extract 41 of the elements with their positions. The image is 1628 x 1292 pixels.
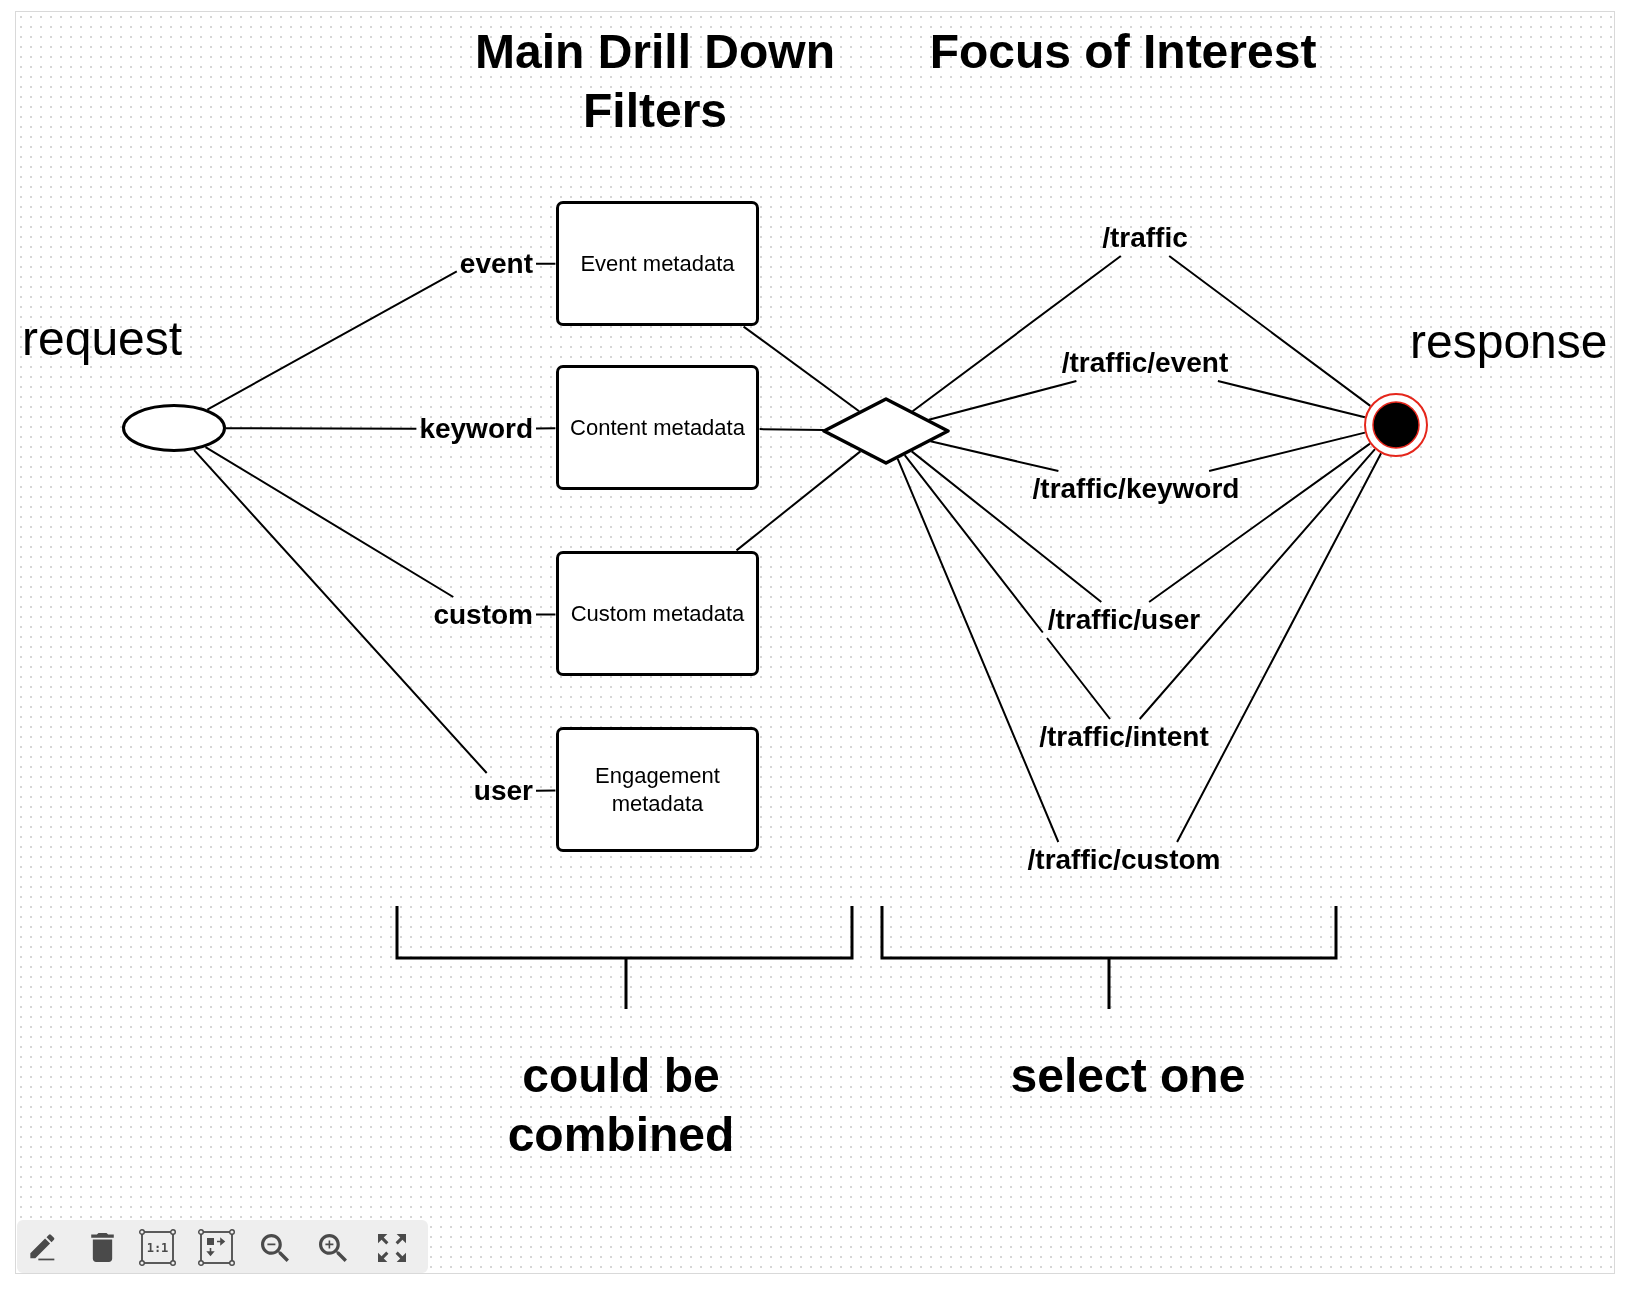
node-caption: request [22,311,183,367]
connector-line [225,427,557,430]
actual-size-button: 1:1 [139,1229,176,1266]
edge-label: /traffic [1102,222,1188,254]
heading-text: select one [1009,1048,1247,1104]
process-box [556,201,759,326]
box-label: Content metadata [570,413,745,442]
process-box [556,727,759,852]
edge-label: /traffic/event [1061,347,1229,379]
connector-line [758,428,825,431]
process-box [556,551,759,676]
connector-line [896,452,1383,843]
edge-label: event [459,248,533,280]
heading-text: Focus of Interest [928,24,1318,80]
connector-line [910,442,1371,603]
edge-label: custom [433,599,533,631]
heading-text: Main Drill Down Filters [474,24,836,139]
edge-label: keyword [419,413,533,445]
node-caption: response [1410,314,1608,370]
connector-line [911,255,1372,413]
box-label: Event metadata [580,249,735,278]
edge-label: /traffic/intent [1039,721,1209,753]
connector-line [927,380,1366,421]
connector-line [903,448,1376,720]
start-ellipse [122,404,226,452]
connector-line [193,449,557,792]
edge-label: /traffic/custom [1027,844,1221,876]
edge-label: user [473,775,533,807]
box-label: Engagement metadata [594,761,721,818]
connector-line [735,450,862,552]
decision-diamond [822,397,950,465]
connector-line [742,325,861,413]
connector-line [204,446,557,616]
end-circle [1364,393,1428,457]
connector-line [929,431,1366,472]
heading-text: could be combined [506,1048,736,1163]
edge-label: /traffic/keyword [1032,473,1240,505]
box-label: Custom metadata [570,599,745,628]
edge-label: /traffic/user [1047,604,1201,636]
process-box [556,365,759,490]
connector-line [206,262,557,411]
